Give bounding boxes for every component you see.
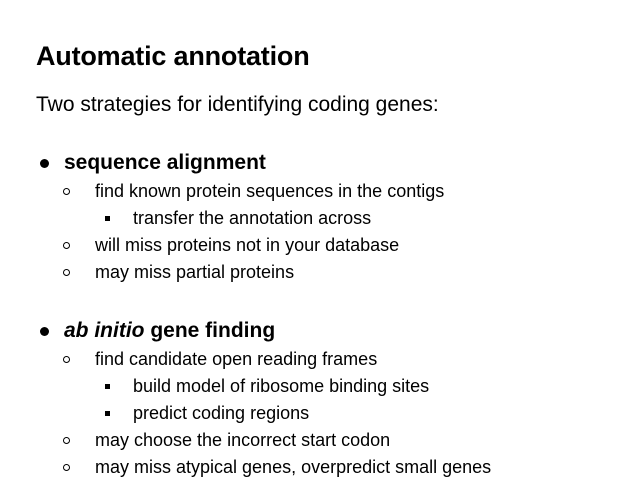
circle-bullet-icon [63,269,70,276]
slide-body: Two strategies for identifying coding ge… [0,92,638,481]
list-item: find known protein sequences in the cont… [63,178,638,205]
section-heading-italic-label: ab initio [64,319,145,342]
bullet-section-sequence-alignment: sequence alignment find known protein se… [0,148,638,286]
list-item-label: may miss atypical genes, overpredict sma… [95,457,492,477]
circle-bullet-icon [63,242,70,249]
list-item: may miss partial proteins [63,259,638,286]
list-item-label: will miss proteins not in your database [95,235,400,255]
section-heading-label: sequence alignment [64,151,266,174]
list-item: may choose the incorrect start codon [63,427,638,454]
list-item-label: find candidate open reading frames [95,349,378,369]
disc-bullet-icon [40,327,49,336]
list-item-label: may miss partial proteins [95,262,295,282]
list-item: may miss atypical genes, overpredict sma… [63,454,638,481]
section-heading-sequence-alignment: sequence alignment [40,148,638,178]
list-item-label: find known protein sequences in the cont… [95,181,445,201]
section-heading-label: gene finding [144,319,276,342]
list-item-label: may choose the incorrect start codon [95,430,391,450]
circle-bullet-icon [63,356,70,363]
bullet-section-ab-initio-gene-finding: ab initio gene finding find candidate op… [0,316,638,481]
square-bullet-icon [105,216,110,221]
list-item-label: build model of ribosome binding sites [133,376,430,396]
list-item: find candidate open reading frames [63,346,638,373]
list-item-label: predict coding regions [133,403,310,423]
square-bullet-icon [105,384,110,389]
section-heading-ab-initio-gene-finding: ab initio gene finding [40,316,638,346]
list-item: will miss proteins not in your database [63,232,638,259]
circle-bullet-icon [63,464,70,471]
intro-text: Two strategies for identifying coding ge… [36,93,439,116]
square-bullet-icon [105,411,110,416]
list-item-label: transfer the annotation across [133,208,372,228]
list-item: build model of ribosome binding sites [105,373,638,400]
page-title: Automatic annotation [36,41,310,72]
list-item: transfer the annotation across [105,205,638,232]
circle-bullet-icon [63,437,70,444]
circle-bullet-icon [63,188,70,195]
list-item: predict coding regions [105,400,638,427]
disc-bullet-icon [40,159,49,168]
